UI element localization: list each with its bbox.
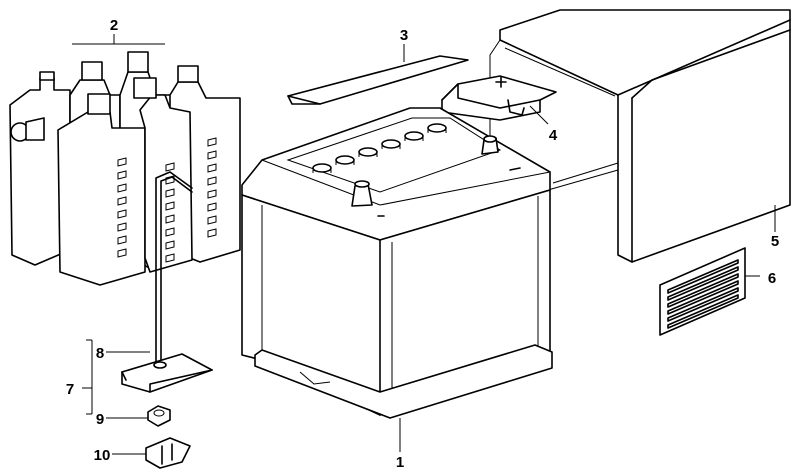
level-mark	[165, 214, 175, 224]
level-mark	[207, 163, 217, 173]
callout-8: 8	[96, 345, 104, 362]
level-mark	[207, 176, 217, 186]
cell-cap	[312, 163, 332, 173]
callout-9: 9	[96, 411, 104, 428]
level-mark	[165, 188, 175, 198]
callout-5: 5	[771, 233, 779, 250]
level-mark	[117, 183, 127, 193]
level-mark	[207, 228, 217, 238]
vent-grille	[659, 247, 746, 336]
callout-10: 10	[94, 447, 111, 464]
level-mark	[165, 201, 175, 211]
callout-4: 4	[549, 127, 558, 144]
level-mark	[117, 196, 127, 206]
level-mark	[165, 240, 175, 250]
grille-slot	[667, 266, 739, 301]
level-mark	[165, 253, 175, 263]
grille-slot	[667, 294, 739, 329]
level-mark	[165, 162, 175, 172]
level-mark	[165, 227, 175, 237]
level-mark	[117, 248, 127, 258]
battery	[241, 107, 553, 419]
terminal-cap	[441, 75, 557, 121]
grille-slot	[667, 273, 739, 308]
cell-cap	[404, 131, 424, 141]
cell-cap	[427, 123, 447, 133]
callout-3: 3	[400, 27, 408, 44]
level-mark	[207, 202, 217, 212]
leader-lines	[72, 34, 776, 455]
callout-7: 7	[66, 381, 74, 398]
level-mark	[207, 215, 217, 225]
level-mark	[207, 150, 217, 160]
level-mark	[117, 157, 127, 167]
cell-cap	[335, 155, 355, 165]
grille-slot	[667, 280, 739, 315]
level-mark	[117, 170, 127, 180]
level-mark	[207, 137, 217, 147]
callout-1: 1	[396, 454, 404, 471]
battery-cover	[489, 9, 791, 263]
terminal-cover-strip	[287, 55, 469, 105]
water-bottles	[9, 51, 241, 286]
level-mark	[117, 209, 127, 219]
callout-6: 6	[768, 270, 776, 287]
hold-down-hardware	[121, 171, 213, 469]
level-mark	[117, 235, 127, 245]
callout-2: 2	[110, 17, 118, 34]
grille-slot	[667, 287, 739, 322]
cell-cap	[358, 147, 378, 157]
level-mark	[117, 222, 127, 232]
level-mark	[207, 189, 217, 199]
cell-cap	[381, 139, 401, 149]
grille-slot	[667, 259, 739, 294]
